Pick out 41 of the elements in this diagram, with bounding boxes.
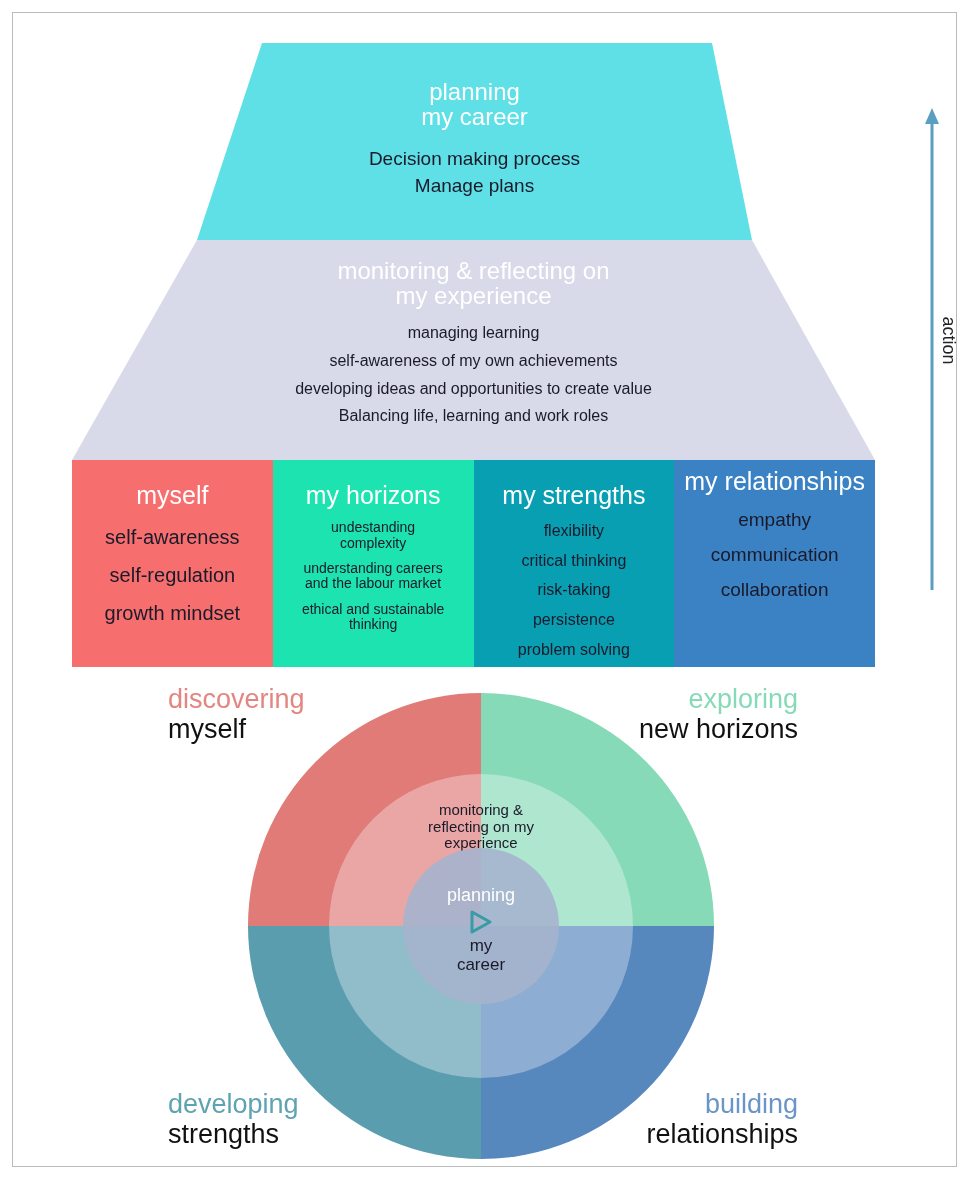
quadrant-label: discovering bbox=[168, 685, 306, 715]
box-item: understanding careers and the labour market bbox=[302, 561, 444, 592]
box-heading: my relationships bbox=[684, 468, 865, 495]
center-heading: planning bbox=[446, 886, 516, 905]
quadrant-label: exploring bbox=[687, 685, 798, 715]
category-box bbox=[674, 460, 875, 667]
band-item: developing ideas and opportunities to create value bbox=[295, 379, 652, 398]
box-item: problem solving bbox=[517, 640, 630, 659]
quadrant-label: new horizons bbox=[637, 714, 798, 745]
box-item: critical thinking bbox=[521, 551, 627, 570]
box-heading: my horizons bbox=[305, 482, 441, 509]
category-box bbox=[72, 460, 273, 667]
quadrant-label: developing bbox=[168, 1090, 300, 1120]
box-item: communication bbox=[710, 545, 839, 567]
box-heading: my strengths bbox=[502, 482, 646, 509]
center-label: my career bbox=[455, 936, 507, 975]
ring-label: monitoring & reflecting on my experience bbox=[427, 802, 535, 852]
band-item: managing learning bbox=[407, 324, 540, 342]
quadrant-label: building bbox=[703, 1090, 798, 1120]
band-item: Manage plans bbox=[414, 176, 535, 198]
box-item: self-regulation bbox=[109, 564, 236, 587]
band-heading: planning my career bbox=[420, 79, 529, 130]
band-item: Balancing life, learning and work roles bbox=[338, 407, 609, 425]
box-item: collaboration bbox=[720, 580, 829, 601]
box-item: undestanding complexity bbox=[330, 520, 417, 552]
category-box bbox=[272, 460, 474, 667]
category-box bbox=[473, 460, 675, 667]
band-item: Decision making process bbox=[368, 149, 581, 171]
box-item: risk-taking bbox=[537, 581, 611, 600]
box-item: self-awareness bbox=[105, 526, 240, 549]
axis-label: action bbox=[937, 315, 959, 367]
box-item: empathy bbox=[738, 510, 812, 532]
box-item: persistence bbox=[532, 611, 615, 629]
box-heading: myself bbox=[136, 482, 209, 509]
quadrant-label: myself bbox=[168, 714, 246, 745]
box-item: growth mindset bbox=[104, 602, 241, 625]
box-item: flexibility bbox=[543, 522, 605, 540]
quadrant-label: strengths bbox=[168, 1119, 280, 1150]
band-item: self-awareness of my own achievements bbox=[329, 351, 618, 370]
box-item: ethical and sustainable thinking bbox=[300, 601, 446, 633]
quadrant-label: relationships bbox=[645, 1119, 798, 1150]
